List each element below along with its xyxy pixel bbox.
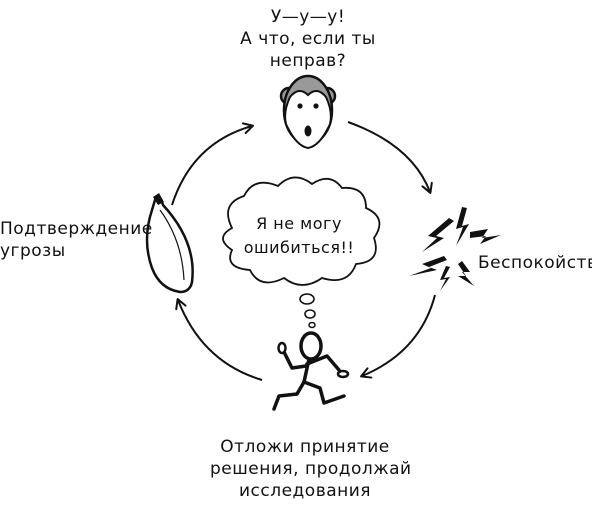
postpone-line-3: исследования <box>238 481 372 501</box>
thought-cloud-icon <box>222 176 381 329</box>
threat-line-1: Подтверждение <box>0 219 153 239</box>
thought-line-1: Я не могу <box>256 214 342 233</box>
monkey-head-icon <box>279 74 337 150</box>
monkey-line-1: У—у—у! <box>270 7 346 27</box>
threat-confirmation-label: Подтверждение угрозы <box>0 218 153 262</box>
monkey-line-3: неправ? <box>269 51 347 71</box>
arrow-monkey-to-anxiety <box>347 121 433 194</box>
banana-icon <box>145 193 194 294</box>
arrow-banana-to-monkey <box>171 122 254 206</box>
running-stick-figure-icon <box>272 331 350 411</box>
postpone-line-1: Отложи принятие <box>220 437 390 457</box>
thought-line-2: ошибиться!! <box>243 238 355 257</box>
postpone-decision-label: Отложи принятие решения, продолжай иссле… <box>210 436 412 502</box>
arrow-anxiety-to-runner <box>360 294 436 379</box>
threat-line-2: угрозы <box>0 241 66 261</box>
monkey-line-2: А что, если ты <box>240 29 376 49</box>
arrow-runner-to-banana <box>175 298 263 381</box>
anxiety-text: Беспокойство <box>478 253 592 273</box>
lightning-burst-icon <box>409 207 501 291</box>
monkey-question-label: У—у—у! А что, если ты неправ? <box>228 6 388 72</box>
postpone-line-2: решения, продолжай <box>210 459 412 479</box>
anxiety-label: Беспокойство <box>478 252 592 274</box>
thought-text: Я не могу ошибиться!! <box>228 212 370 260</box>
